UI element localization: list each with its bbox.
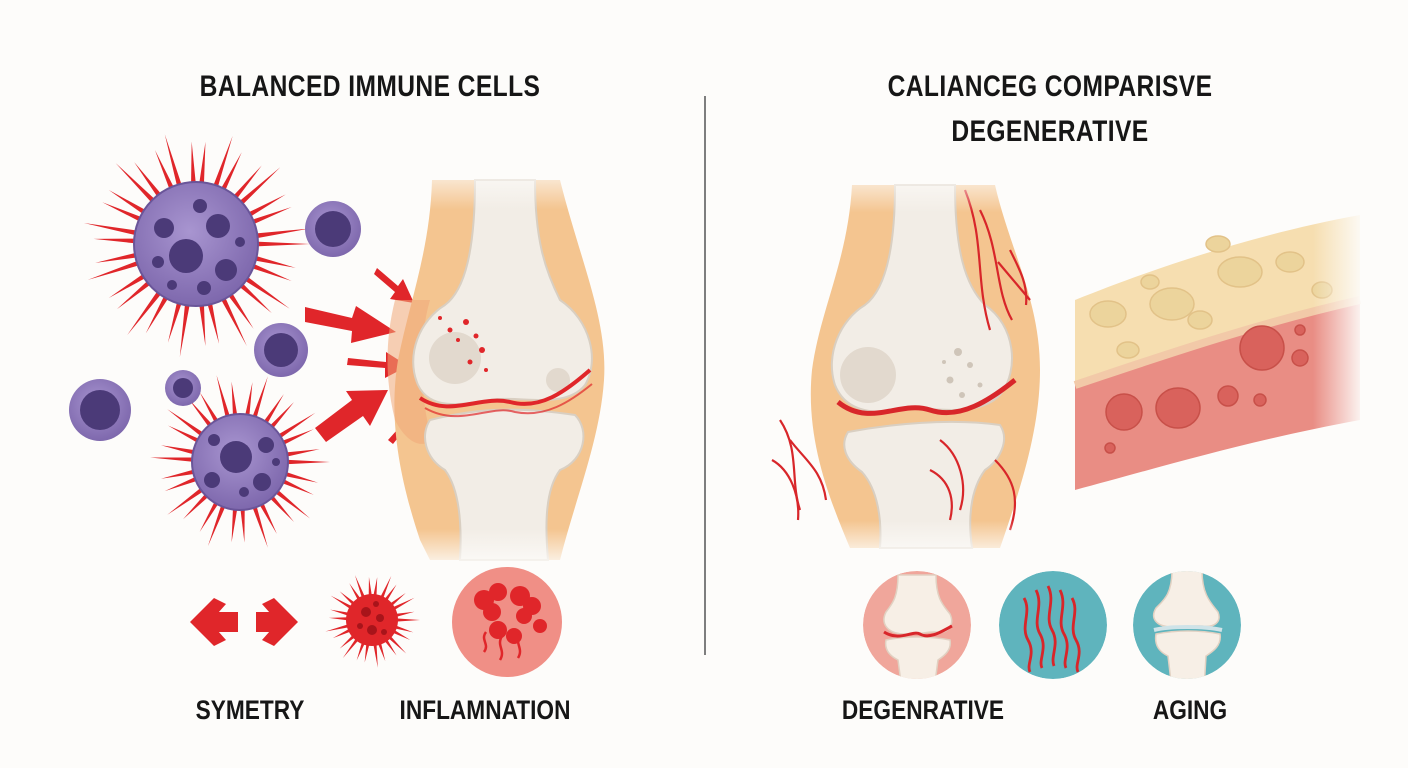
spiky-immune-cell-small xyxy=(150,375,330,548)
cell-spikes xyxy=(150,375,330,548)
spiky-immune-cell-large xyxy=(83,134,310,357)
right-panel-title-line1: CALIANCEG COMPARISVE xyxy=(887,70,1213,103)
cell-spikes xyxy=(83,134,310,357)
left-panel-title: BALANCED IMMUNE CELLS xyxy=(199,70,541,103)
right-panel-title-line2: DEGENERATIVE xyxy=(951,115,1149,148)
inflamed-tissue-icon xyxy=(452,567,562,677)
degenerative-knee-joint xyxy=(770,165,1060,560)
degenerative-knee-icon xyxy=(863,571,971,679)
symmetry-arrows-icon xyxy=(190,598,298,646)
round-immune-cells xyxy=(69,201,361,441)
inflammation-label: INFLAMNATION xyxy=(399,695,571,725)
nerve-pain-icon xyxy=(999,571,1107,679)
aging-label: AGING xyxy=(1152,695,1228,725)
cell-spikes xyxy=(325,575,420,668)
degenerative-label: DEGENRATIVE xyxy=(841,695,1005,725)
tissue-cross-section xyxy=(1073,200,1365,500)
inflammation-cell-icon xyxy=(325,575,420,668)
symmetry-label: SYMETRY xyxy=(195,695,305,725)
aging-knee-icon xyxy=(1133,571,1241,679)
inflamed-knee-joint xyxy=(387,160,620,570)
